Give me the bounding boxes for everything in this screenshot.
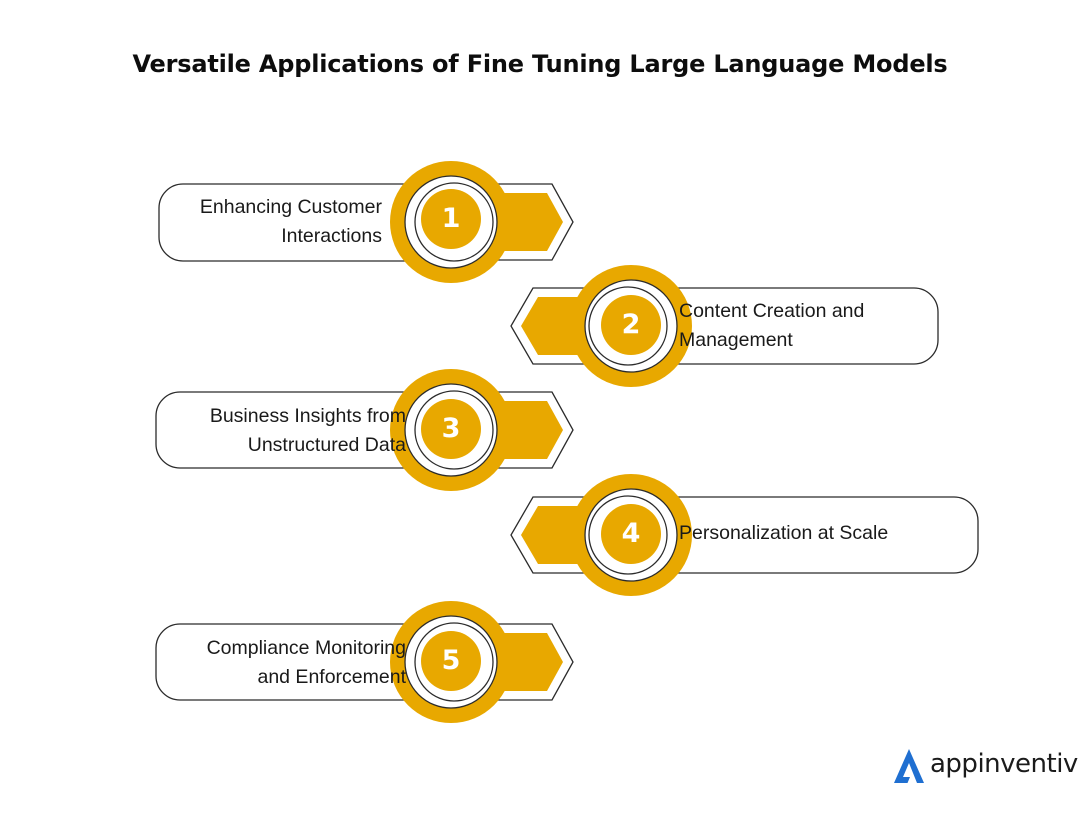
step-3-label-line1: Business Insights from	[209, 405, 406, 427]
step-5-label-line1: Compliance Monitoring	[206, 637, 406, 659]
step-3-label: Business Insights from Unstructured Data	[160, 402, 406, 460]
step-5	[155, 601, 574, 723]
step-1-label-line2: Interactions	[281, 225, 382, 247]
appinventiv-logo-icon	[894, 749, 924, 783]
step-1-label-line1: Enhancing Customer	[199, 196, 382, 218]
step-3-number: 3	[441, 413, 461, 444]
step-1	[158, 161, 574, 283]
step-4-label-line1: Personalization at Scale	[679, 522, 889, 544]
step-5-label-line2: and Enforcement	[257, 666, 406, 688]
step-3	[155, 369, 574, 491]
page-title: Versatile Applications of Fine Tuning La…	[132, 50, 948, 78]
brand-name: appinventiv	[930, 749, 1078, 779]
step-1-label: Enhancing Customer Interactions	[160, 193, 382, 251]
step-2-number: 2	[621, 309, 641, 340]
step-2-label-line1: Content Creation and	[679, 300, 865, 322]
step-5-badge	[421, 631, 481, 691]
step-1-number: 1	[441, 203, 461, 234]
step-5-number: 5	[441, 645, 461, 676]
step-2-label: Content Creation and Management	[679, 297, 919, 355]
step-2-label-line2: Management	[679, 329, 793, 351]
step-1-badge	[421, 189, 481, 249]
step-2-badge	[601, 295, 661, 355]
step-3-badge	[421, 399, 481, 459]
step-4-badge	[601, 504, 661, 564]
step-4-number: 4	[621, 518, 641, 549]
step-5-label: Compliance Monitoring and Enforcement	[160, 634, 406, 692]
step-4	[510, 474, 979, 596]
step-3-label-line2: Unstructured Data	[247, 434, 406, 456]
step-4-label: Personalization at Scale	[679, 519, 959, 548]
step-2	[510, 265, 939, 387]
